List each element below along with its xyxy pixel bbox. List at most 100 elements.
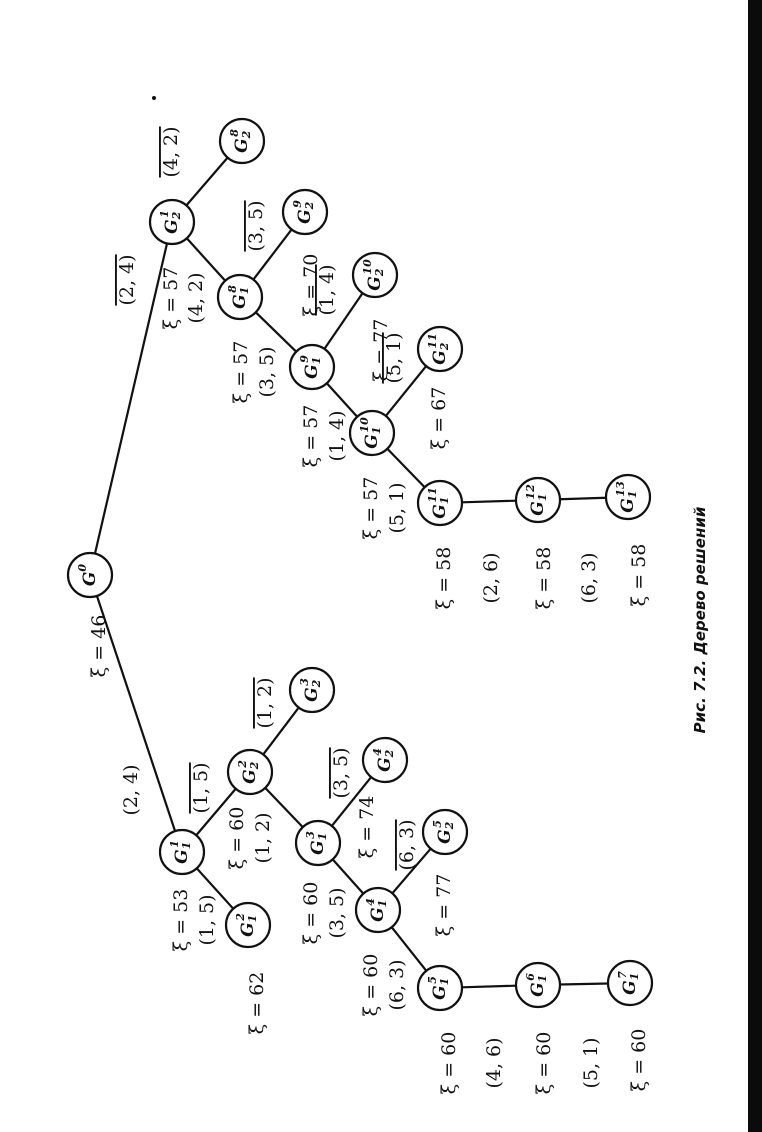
node-label-G1_13: G113 (614, 481, 639, 513)
node-label-G1_10: G110 (358, 417, 383, 449)
edge-G2_2-G1_3 (264, 787, 304, 828)
node-G1_7: G17 (606, 959, 654, 1007)
node-circle-G1_13 (604, 473, 652, 521)
node-G1_2: G12 (224, 901, 272, 949)
xi-value-G2_2: ξ = 60 (226, 807, 248, 870)
node-label-G2_9: G29 (291, 200, 316, 224)
edge-label-G1_9-G2_10-text: (1, 4) (316, 264, 338, 315)
edge-G1_3-G1_4 (331, 858, 365, 895)
xi-value-G1_8: ξ = 57 (230, 341, 252, 404)
node-label-G2_8: G28 (228, 129, 253, 153)
node-label-group-G0: G0 (76, 564, 100, 587)
xi-value-G0-text: ξ = 46 (88, 615, 110, 678)
edge-G1_4-G1_5 (390, 926, 428, 972)
node-label-G1_8: G18 (226, 285, 251, 309)
pair-label-G1_4-text: (6, 3) (386, 959, 408, 1010)
edge-label-G1_8-G2_9: (3, 5) (245, 200, 267, 251)
edge-label-G2_2-G2_3: (1, 2) (254, 677, 276, 728)
pair-label-G2_2-text: (1, 2) (252, 812, 274, 863)
edge-G1_6-G1_7 (559, 982, 609, 986)
edge-label-G1_10-G2_11: (5, 1) (383, 332, 405, 383)
pair-label-G1_1: (1, 5) (196, 894, 218, 945)
node-label-G1_2: G12 (234, 913, 259, 937)
node-circle-G0 (66, 551, 114, 599)
edges-layer (93, 156, 609, 989)
edge-label-G1_1-G2_2: (1, 5) (190, 762, 212, 813)
xi-value-G1_5-text: ξ = 60 (438, 1032, 460, 1095)
edge-G0-G2_1 (93, 243, 169, 554)
node-circle-G1_1 (158, 828, 206, 876)
node-label-G1_4: G14 (364, 898, 389, 922)
node-circle-G1_8 (216, 273, 264, 321)
pair-label-G1_6: (5, 1) (580, 1037, 602, 1088)
node-label-G1_3: G13 (304, 831, 329, 855)
xi-value-G2_5-text: ξ = 77 (433, 874, 455, 937)
edge-G1_1-G2_2 (195, 788, 237, 836)
pair-label-G1_5: (4, 6) (483, 1037, 505, 1088)
node-label-group-G2_4: G24 (371, 748, 396, 772)
edge-label-G1_1-G2_2-text: (1, 5) (190, 762, 212, 813)
edge-label-G1_3-G2_4-text: (3, 5) (330, 747, 352, 798)
node-circle-G2_4 (361, 736, 409, 784)
pair-label-G1_6-text: (5, 1) (580, 1037, 602, 1088)
edge-label-G0-G2_1: (2, 4) (116, 254, 138, 305)
edge-G2_1-G2_8 (185, 156, 229, 207)
edge-G1_12-G1_13 (559, 496, 607, 501)
node-G2_5: G25 (421, 808, 469, 856)
xi-value-G2_9-text: ξ = 70 (300, 254, 322, 317)
node-G1_5: G15 (416, 964, 464, 1012)
xi-value-G2_4-text: ξ = 74 (356, 796, 378, 859)
pair-label-G1_12: (6, 3) (578, 552, 600, 603)
node-label-group-G1_7: G17 (616, 971, 641, 995)
node-circle-G2_9 (281, 188, 329, 236)
node-label-group-G2_3: G23 (298, 678, 323, 702)
node-circle-G2_3 (288, 666, 336, 714)
xi-value-G1_5: ξ = 60 (438, 1032, 460, 1095)
node-label-group-G2_1: G21 (158, 210, 183, 234)
node-label-G2_2: G22 (236, 760, 261, 784)
edge-label-G0-G1_1-text: (2, 4) (120, 764, 142, 815)
xi-value-G2_5: ξ = 77 (433, 874, 455, 937)
node-G1_10: G110 (348, 409, 396, 457)
pair-label-G1_5-text: (4, 6) (483, 1037, 505, 1088)
node-label-G2_3: G23 (298, 678, 323, 702)
xi-value-G1_2-text: ξ = 62 (246, 972, 268, 1035)
node-circle-G1_11 (416, 479, 464, 527)
xi-value-G1_6: ξ = 60 (533, 1032, 555, 1095)
node-label-G1_6: G16 (524, 973, 549, 997)
pair-label-G1_12-text: (6, 3) (578, 552, 600, 603)
xi-value-G2_10-text: ξ = 77 (370, 319, 392, 382)
node-G1_11: G111 (416, 479, 464, 527)
node-label-group-G1_13: G113 (614, 481, 639, 513)
pair-label-G1_4: (6, 3) (386, 959, 408, 1010)
xi-value-G2_10: ξ = 77 (370, 319, 392, 382)
edge-label-G2_1-G2_8-text: (4, 2) (160, 126, 182, 177)
pair-label-G1_3-text: (3, 5) (326, 887, 348, 938)
edge-G1_9-G1_10 (325, 382, 359, 418)
edge-label-G2_1-G2_8: (4, 2) (160, 126, 182, 177)
node-circle-G1_12 (514, 476, 562, 524)
node-G1_9: G19 (288, 343, 336, 391)
node-circle-G2_2 (226, 748, 274, 796)
xi-value-G2_4: ξ = 74 (356, 796, 378, 859)
node-circle-G1_7 (606, 959, 654, 1007)
edge-G1_8-G1_9 (255, 311, 297, 353)
edge-G1_9-G2_10 (323, 292, 364, 350)
figure-caption: Рис. 7.2. Дерево решений (691, 506, 709, 733)
node-label-G1_11: G111 (426, 487, 451, 519)
node-circle-G1_10 (348, 409, 396, 457)
xi-value-G2_2-text: ξ = 60 (226, 807, 248, 870)
speck-mark (152, 96, 156, 100)
node-label-G2_11: G211 (426, 333, 451, 365)
node-circle-G1_4 (354, 886, 402, 934)
node-G1_4: G14 (354, 886, 402, 934)
page-edge-bar (748, 0, 762, 1132)
pair-label-G1_3: (3, 5) (326, 887, 348, 938)
xi-value-G1_11-text: ξ = 58 (433, 547, 455, 610)
node-circle-G2_8 (218, 117, 266, 165)
xi-value-G1_1-text: ξ = 53 (170, 889, 192, 952)
pair-label-G1_9: (1, 4) (326, 410, 348, 461)
node-label-group-G2_8: G28 (228, 129, 253, 153)
xi-value-G1_9: ξ = 57 (300, 405, 322, 468)
